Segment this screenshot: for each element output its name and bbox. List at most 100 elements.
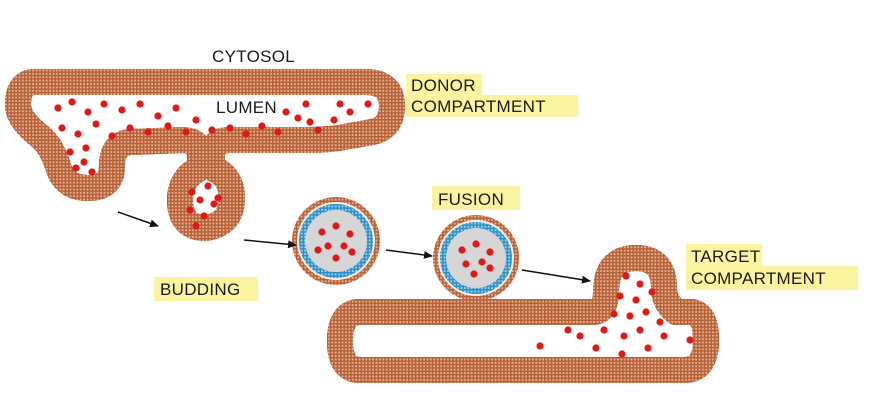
- cargo-dot: [470, 270, 478, 278]
- donor-label-highlight: [406, 74, 482, 95]
- cargo-dot: [80, 158, 88, 166]
- cargo-dot: [318, 228, 326, 236]
- cargo-dot: [182, 128, 190, 136]
- process-arrows: [117, 211, 591, 284]
- cargo-dot: [58, 124, 66, 132]
- cargo-dot: [274, 128, 282, 136]
- cargo-dot: [88, 168, 96, 176]
- cargo-dot: [458, 246, 466, 254]
- cargo-dot: [622, 272, 630, 280]
- cargo-dot: [68, 98, 76, 106]
- cargo-dot: [576, 332, 584, 340]
- cargo-dot: [564, 326, 572, 334]
- cargo-dot: [84, 108, 92, 116]
- cargo-dot: [314, 126, 322, 134]
- target-label-highlight: [686, 244, 762, 266]
- cargo-dot: [636, 326, 644, 334]
- cargo-dot: [192, 116, 200, 124]
- donor-compartment: [5, 69, 405, 241]
- cargo-dot: [204, 182, 212, 190]
- label-donor-compartment: COMPARTMENT: [411, 97, 546, 116]
- transport-vesicle: [292, 197, 380, 285]
- cargo-dot: [610, 310, 618, 318]
- cargo-dot: [172, 104, 180, 112]
- cargo-dot: [642, 308, 650, 316]
- budding-label-highlight: [154, 277, 258, 301]
- label-cytosol: CYTOSOL: [212, 47, 295, 66]
- cargo-dot: [294, 114, 302, 122]
- label-donor: DONOR: [411, 76, 476, 95]
- cargo-dot: [214, 194, 222, 202]
- cargo-dot: [136, 100, 144, 108]
- cargo-dot: [144, 128, 152, 136]
- cargo-dot: [314, 246, 322, 254]
- arrow-right-icon: [385, 249, 433, 259]
- cargo-dot: [472, 240, 480, 248]
- cargo-dot: [364, 100, 372, 108]
- arrow-right-icon: [117, 211, 159, 228]
- cargo-dot: [302, 100, 310, 108]
- cargo-dot: [188, 188, 196, 196]
- target-compartment: [327, 245, 719, 383]
- cargo-dot: [636, 280, 644, 288]
- cargo-dot: [462, 260, 470, 268]
- cargo-dot: [592, 344, 600, 352]
- cargo-dot: [100, 100, 108, 108]
- cargo-dot: [330, 116, 338, 124]
- cargo-dot: [192, 222, 200, 230]
- cargo-dot: [74, 130, 82, 138]
- cargo-dot: [242, 130, 250, 138]
- cargo-dot: [686, 336, 694, 344]
- docking-cargo: [458, 240, 494, 278]
- cargo-dot: [126, 124, 134, 132]
- cargo-dot: [66, 148, 74, 156]
- cargo-dot: [486, 264, 494, 272]
- cargo-dot: [648, 288, 656, 296]
- cargo-dot: [336, 100, 344, 108]
- cargo-dot: [346, 108, 354, 116]
- cargo-dot: [346, 230, 354, 238]
- cargo-dot: [324, 242, 332, 250]
- cargo-dot: [618, 350, 626, 358]
- label-lumen: LUMEN: [216, 98, 277, 117]
- label-target-compartment: COMPARTMENT: [691, 269, 826, 288]
- arrow-right-icon: [521, 269, 591, 284]
- cargo-dot: [332, 254, 340, 262]
- cargo-dot: [536, 342, 544, 350]
- label-budding: BUDDING: [160, 280, 241, 299]
- cargo-dot: [616, 292, 624, 300]
- donor-cargo: [54, 98, 372, 176]
- cargo-dot: [208, 126, 216, 134]
- cargo-dot: [620, 332, 628, 340]
- cargo-dot: [282, 108, 290, 116]
- cargo-dot: [656, 318, 664, 326]
- cargo-dot: [186, 206, 194, 214]
- cargo-dot: [600, 326, 608, 334]
- donor-label-highlight-2: [406, 95, 578, 117]
- cargo-dot: [486, 248, 494, 256]
- docking-vesicle: [433, 215, 519, 301]
- cargo-dot: [196, 196, 204, 204]
- cargo-dot: [660, 332, 668, 340]
- fusion-label-highlight: [432, 186, 520, 210]
- cargo-dot: [54, 104, 62, 112]
- cargo-dot: [626, 312, 634, 320]
- cargo-dot: [82, 144, 90, 152]
- cargo-dot: [340, 242, 348, 250]
- label-target: TARGET: [691, 247, 761, 266]
- target-label-highlight-2: [686, 266, 858, 290]
- cargo-dot: [154, 112, 162, 120]
- cargo-dot: [306, 118, 314, 126]
- cargo-dot: [632, 296, 640, 304]
- target-cargo: [536, 272, 694, 358]
- arrow-right-icon: [243, 239, 297, 249]
- cargo-dot: [118, 106, 126, 114]
- cargo-dot: [92, 120, 100, 128]
- cargo-dot: [348, 248, 356, 256]
- cargo-dot: [226, 124, 234, 132]
- cargo-dot: [332, 222, 340, 230]
- cargo-dot: [72, 164, 80, 172]
- cargo-dot: [164, 122, 172, 130]
- cargo-dot: [258, 122, 266, 130]
